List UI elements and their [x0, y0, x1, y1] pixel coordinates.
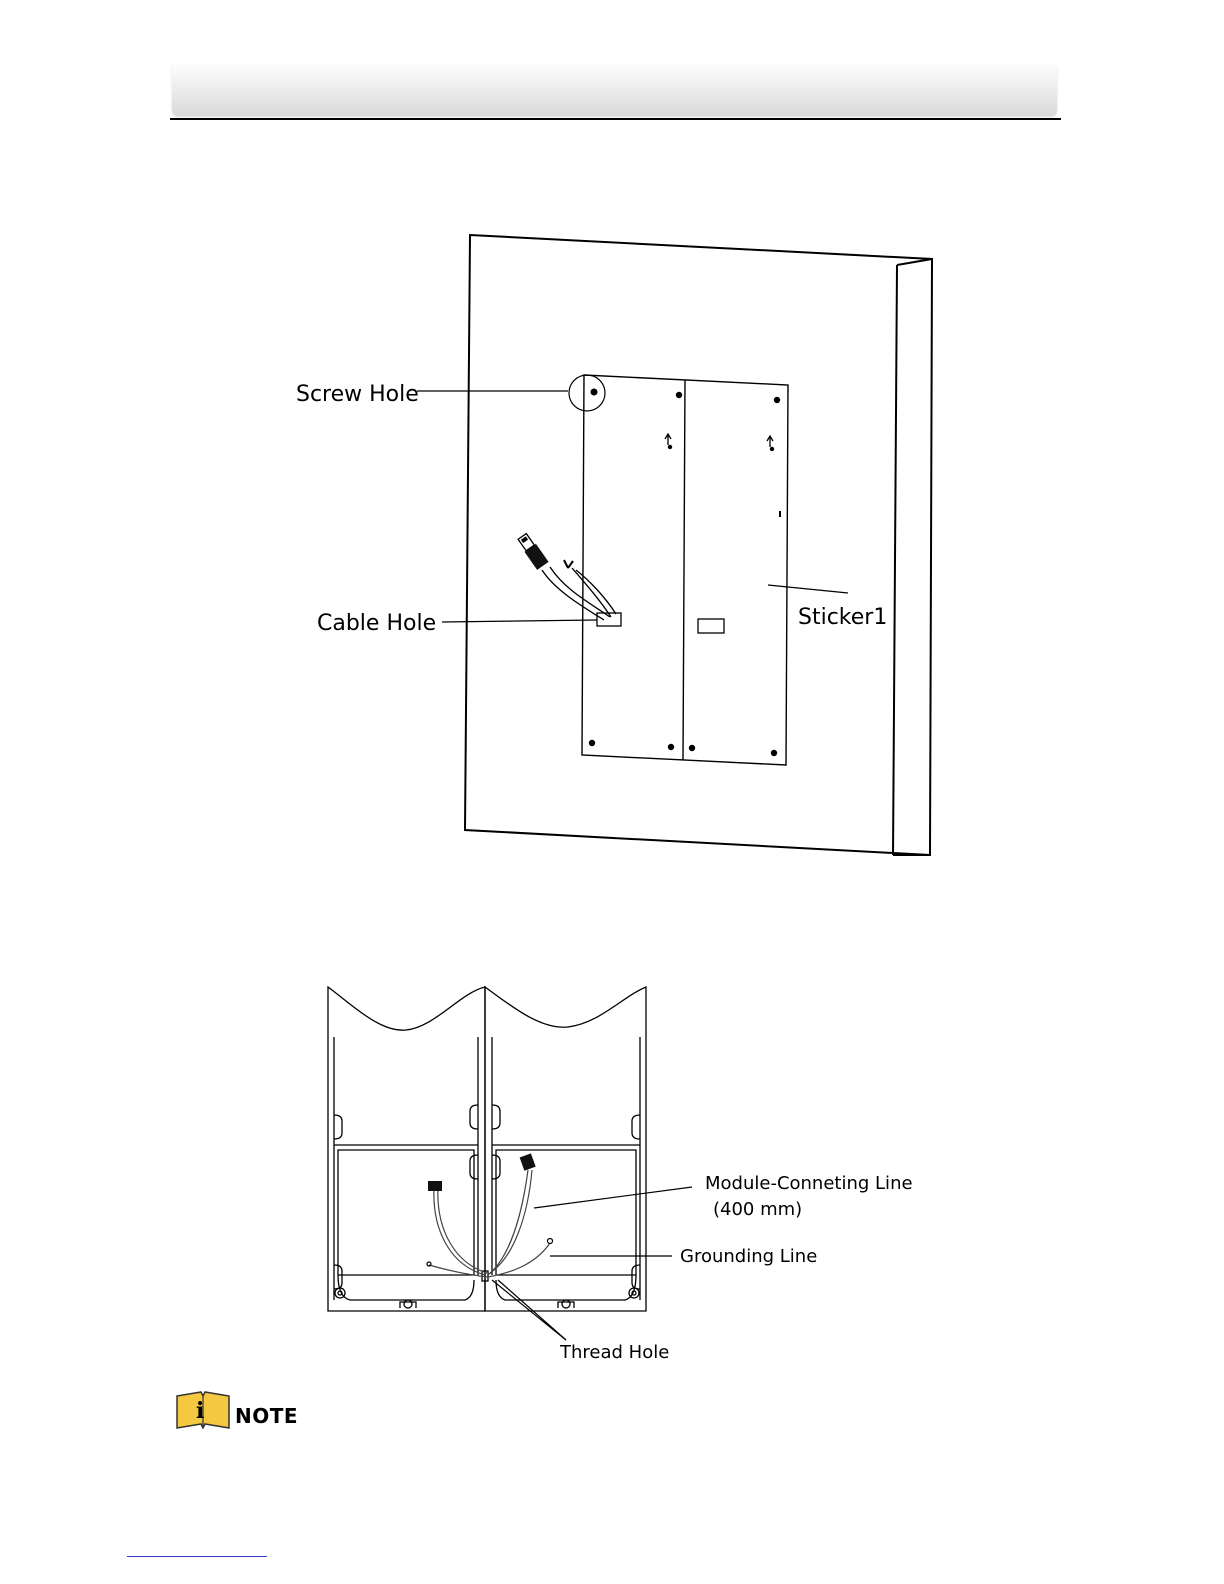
note-icon-glyph: i — [196, 1398, 204, 1424]
label-screw-hole: Screw Hole — [296, 382, 419, 407]
leader-lines — [492, 1187, 692, 1340]
label-module-line-length: (400 mm) — [713, 1199, 802, 1220]
figure-back-box-cables: Module-Conneting Line (400 mm) Grounding… — [310, 975, 930, 1370]
label-sticker: Sticker1 — [798, 605, 887, 630]
cables — [429, 1170, 550, 1277]
figure-wall-mounting: Screw Hole Cable Hole Sticker1 — [280, 225, 960, 865]
label-cable-hole: Cable Hole — [317, 611, 436, 636]
label-module-line: Module-Conneting Line — [705, 1173, 913, 1194]
label-grounding-line: Grounding Line — [680, 1246, 817, 1267]
info-book-icon: i — [175, 1390, 231, 1430]
back-box-outline — [328, 987, 646, 1311]
note-block: i NOTE — [175, 1390, 298, 1430]
connector-right — [520, 1153, 536, 1170]
footer-line — [127, 1556, 267, 1557]
header-bar — [172, 62, 1057, 116]
header-rule — [170, 118, 1061, 120]
connector-left — [428, 1181, 442, 1191]
label-thread-hole: Thread Hole — [559, 1342, 669, 1363]
note-label: NOTE — [235, 1404, 298, 1428]
